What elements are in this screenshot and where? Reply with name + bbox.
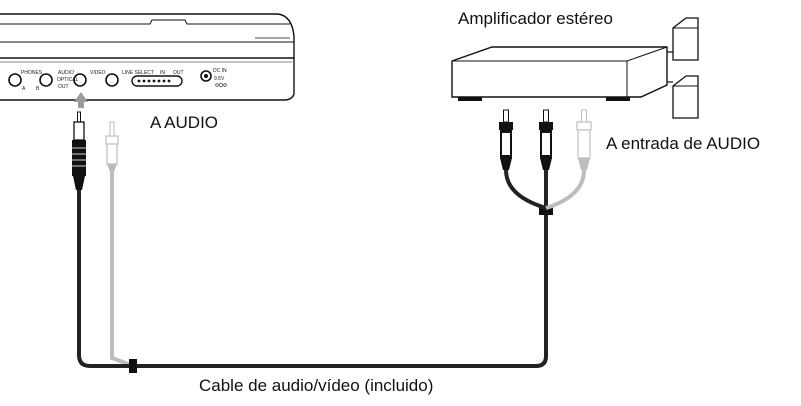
speaker-bottom	[672, 75, 699, 119]
rca-plug-center	[539, 109, 553, 170]
phones-b-jack	[39, 73, 53, 87]
to-audio-label: A AUDIO	[150, 113, 219, 132]
stereo-amplifier	[451, 46, 668, 101]
speaker-top	[672, 17, 699, 61]
cable-clip-bottom	[129, 359, 137, 373]
video-cable-grey	[110, 172, 135, 368]
phones-b-text: B	[36, 86, 40, 92]
video-plug-grey	[105, 121, 119, 172]
line-select-text: LINE SELECT	[122, 70, 154, 76]
optical-text: OPTICAL	[57, 77, 79, 83]
out-text: OUT	[58, 84, 69, 90]
side-panel-jacks	[8, 70, 212, 87]
line-in-text: IN	[160, 70, 165, 76]
audio-text: AUDIO	[58, 70, 74, 76]
line-out-text: OUT	[173, 70, 184, 76]
audio-out-jack	[73, 73, 87, 87]
dvd-player	[0, 13, 295, 101]
rca-plug-right-grey	[576, 109, 592, 170]
phones-a-text: A	[22, 86, 26, 92]
speaker-wires	[667, 51, 673, 83]
insert-arrow	[74, 92, 88, 108]
rca-plug-left	[499, 109, 513, 170]
stereo-mini-plug	[72, 111, 86, 190]
video-text: VIDEO	[90, 70, 106, 76]
phones-a-jack	[8, 73, 22, 87]
amplifier-label: Amplificador estéreo	[458, 9, 613, 28]
voltage-text: 9.5V	[214, 76, 225, 82]
polarity-symbol	[215, 82, 227, 88]
rca-branch-left	[504, 169, 547, 210]
rca-branch-right	[545, 169, 586, 210]
cable-clip-junction	[539, 206, 553, 215]
cable-label: Cable de audio/vídeo (incluido)	[199, 376, 434, 395]
audio-input-label: A entrada de AUDIO	[606, 134, 761, 153]
line-select-switch	[131, 75, 183, 87]
dc-in-text: DC IN	[213, 68, 227, 74]
video-jack	[105, 73, 119, 87]
phones-text: PHONES	[21, 70, 43, 76]
main-cable	[77, 190, 548, 368]
